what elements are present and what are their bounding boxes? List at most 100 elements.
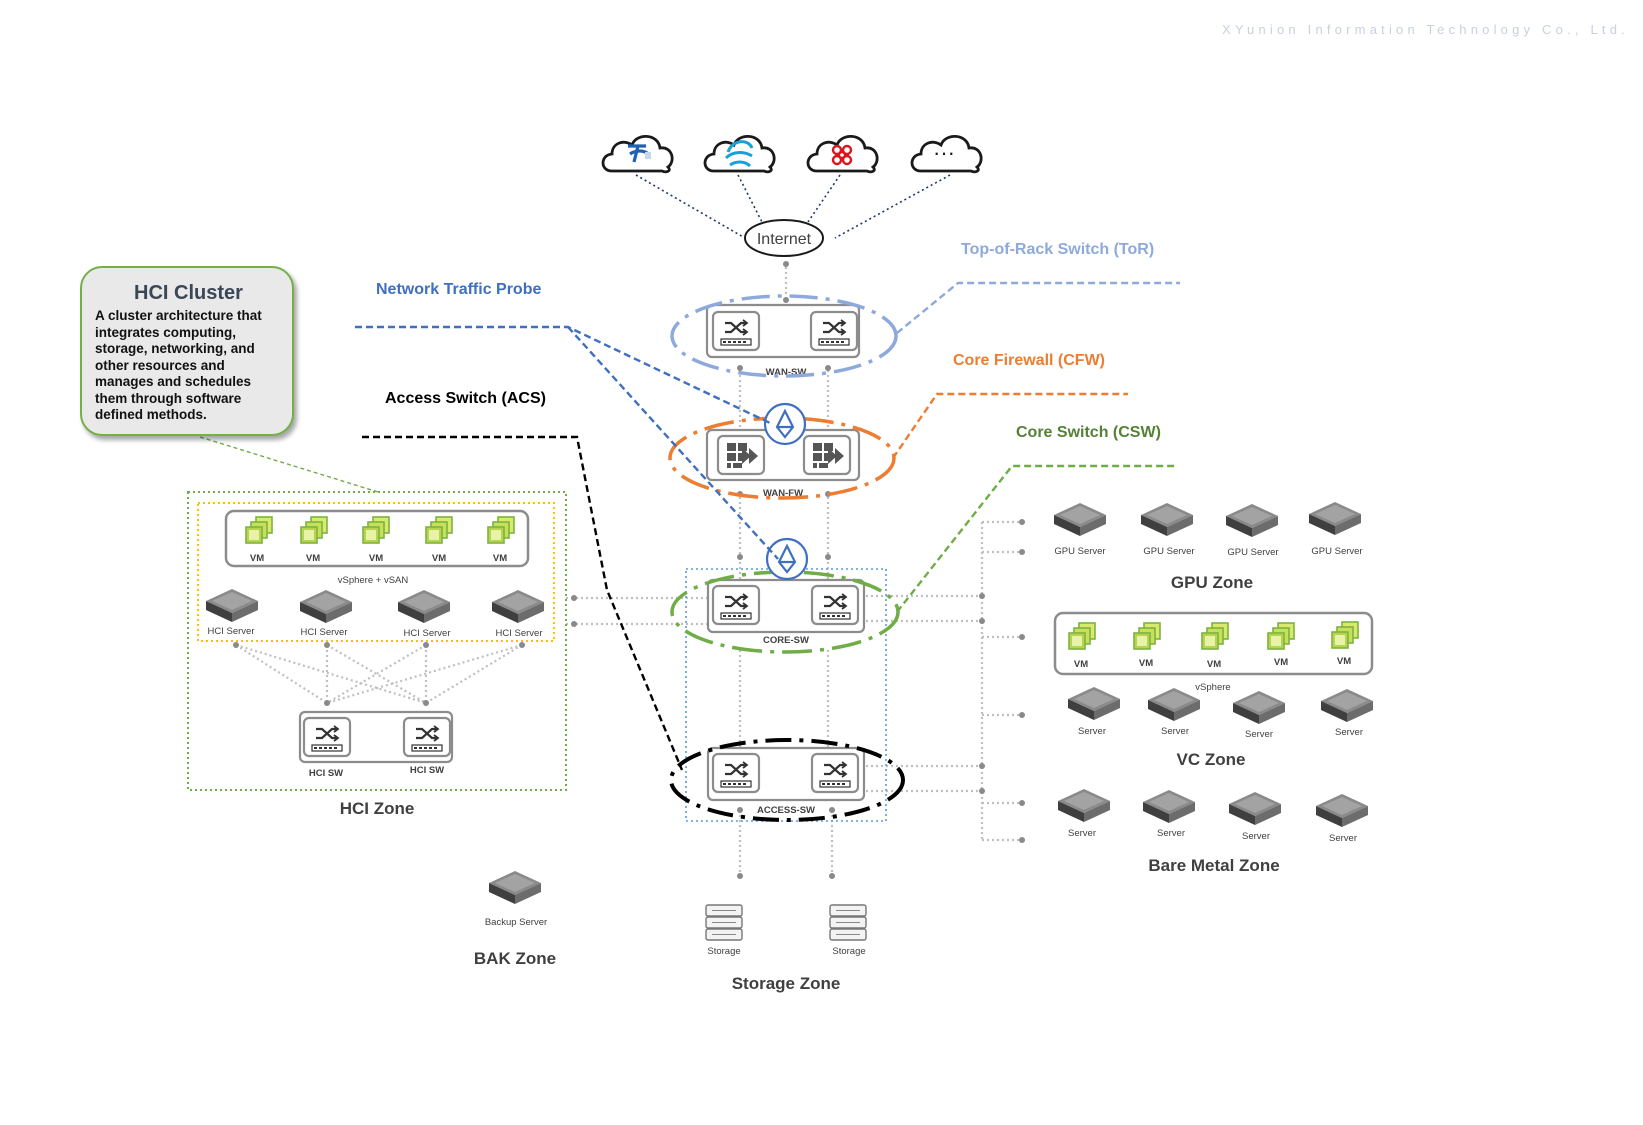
- cloud-mobile-icon: [703, 134, 776, 174]
- probe-legend-label: Network Traffic Probe: [376, 281, 541, 298]
- probe-marker-fw: [763, 402, 807, 446]
- more-cloud-text: ···: [933, 140, 955, 165]
- vc-vm-group: VM VM VM VM VM: [1068, 621, 1359, 670]
- bare-metal-server-label: Server: [1329, 833, 1357, 844]
- server-icon: [1316, 794, 1368, 827]
- server-icon: [206, 589, 258, 622]
- internet-label: Internet: [757, 231, 812, 248]
- bare-metal-zone-title: Bare Metal Zone: [1148, 856, 1279, 875]
- cloud-telecom-icon: [601, 134, 674, 174]
- bare-metal-server-label: Server: [1068, 828, 1096, 839]
- internet-node: Internet: [744, 219, 824, 257]
- access-sw-label: ACCESS-SW: [757, 805, 815, 816]
- server-icon: [489, 871, 541, 904]
- vc-platform-label: vSphere: [1195, 682, 1230, 693]
- probe-marker-core: [765, 537, 809, 581]
- server-icon: [300, 590, 352, 623]
- storage-label: Storage: [832, 946, 865, 957]
- switch-icon: [302, 716, 352, 758]
- vm-label: VM: [369, 553, 383, 564]
- gpu-zone-title: GPU Zone: [1171, 573, 1253, 592]
- core-links: [235, 262, 1022, 878]
- core-sw-node: CORE-SW: [706, 578, 866, 646]
- server-icon: [1068, 687, 1120, 720]
- hci-server-label: HCI Server: [404, 628, 451, 639]
- storage-zone-title: Storage Zone: [732, 974, 841, 993]
- server-icon: [398, 590, 450, 623]
- access-sw-node: ACCESS-SW: [706, 746, 866, 816]
- vm-label: VM: [1139, 658, 1153, 669]
- bak-zone-title: BAK Zone: [474, 949, 556, 968]
- hci-vm-group: VM VM VM VM VM: [245, 516, 515, 564]
- storage-icon: [705, 904, 743, 941]
- vm-label: VM: [1207, 659, 1221, 670]
- server-icon: [492, 590, 544, 623]
- vm-label: VM: [250, 553, 264, 564]
- legend-leaders: [199, 281, 1180, 771]
- bare-metal-server-label: Server: [1157, 828, 1185, 839]
- storage-label: Storage: [707, 946, 740, 957]
- cloud-more-icon: ···: [910, 134, 983, 174]
- server-icon: [1054, 503, 1106, 536]
- switch-icon: [402, 716, 452, 758]
- connection-dots: [233, 261, 1025, 879]
- vc-server-label: Server: [1078, 726, 1106, 737]
- tor-highlight: [670, 294, 898, 378]
- server-icon: [1143, 790, 1195, 823]
- storage-zone: Storage Storage Storage Zone: [705, 904, 867, 993]
- server-icon: [1321, 689, 1373, 722]
- server-icon: [1233, 691, 1285, 724]
- vc-zone: VM VM VM VM VM vSphere Server Server Ser…: [1053, 611, 1374, 769]
- hci-server-label: HCI Server: [496, 628, 543, 639]
- vm-label: VM: [306, 553, 320, 564]
- bak-zone: Backup Server BAK Zone: [474, 871, 556, 968]
- vm-label: VM: [1337, 656, 1351, 667]
- gpu-server-label: GPU Server: [1227, 547, 1278, 558]
- company-name: XYunion Information Technology Co., Ltd.: [1222, 22, 1629, 37]
- hci-zone: VM VM VM VM VM vSphere + vSAN HCI Server…: [187, 491, 567, 818]
- server-icon: [1141, 503, 1193, 536]
- vc-server-label: Server: [1335, 727, 1363, 738]
- internet-links: [635, 174, 951, 239]
- gpu-server-label: GPU Server: [1143, 546, 1194, 557]
- acs-legend-label: Access Switch (ACS): [385, 390, 546, 407]
- gpu-server-label: GPU Server: [1311, 546, 1362, 557]
- hci-cluster-description: A cluster architecture that integrates c…: [95, 308, 262, 422]
- gpu-zone: GPU Server GPU Server GPU Server GPU Ser…: [1054, 502, 1363, 592]
- vm-label: VM: [493, 553, 507, 564]
- cfw-legend-label: Core Firewall (CFW): [953, 352, 1105, 369]
- vm-label: VM: [1274, 657, 1288, 668]
- hci-server-label: HCI Server: [208, 626, 255, 637]
- wan-fw-label: WAN-FW: [763, 488, 803, 499]
- hci-zone-title: HCI Zone: [340, 799, 415, 818]
- vc-zone-title: VC Zone: [1177, 750, 1246, 769]
- storage-icon: [829, 904, 867, 941]
- server-icon: [1229, 792, 1281, 825]
- wan-sw-node: WAN-SW: [705, 303, 861, 378]
- hci-cluster-callout: HCI Cluster A cluster architecture that …: [80, 266, 294, 436]
- hci-sw-label: HCI SW: [309, 768, 343, 779]
- core-sw-label: CORE-SW: [763, 635, 809, 646]
- server-icon: [1226, 504, 1278, 537]
- csw-legend-label: Core Switch (CSW): [1016, 424, 1161, 441]
- bare-metal-server-label: Server: [1242, 831, 1270, 842]
- hci-cluster-title: HCI Cluster: [134, 282, 243, 304]
- cloud-unicom-icon: [806, 134, 879, 174]
- acs-highlight: [669, 738, 905, 822]
- server-icon: [1309, 502, 1361, 535]
- vm-label: VM: [1074, 659, 1088, 670]
- wan-sw-label: WAN-SW: [766, 367, 807, 378]
- tor-legend-label: Top-of-Rack Switch (ToR): [961, 241, 1154, 258]
- bare-metal-zone: Server Server Server Server Bare Metal Z…: [1058, 789, 1368, 875]
- backup-server-label: Backup Server: [485, 917, 547, 928]
- vm-label: VM: [432, 553, 446, 564]
- vc-server-label: Server: [1245, 729, 1273, 740]
- vc-server-label: Server: [1161, 726, 1189, 737]
- hci-sw-label: HCI SW: [410, 765, 444, 776]
- gpu-server-label: GPU Server: [1054, 546, 1105, 557]
- server-icon: [1058, 789, 1110, 822]
- server-icon: [1148, 688, 1200, 721]
- hci-platform-label: vSphere + vSAN: [338, 575, 409, 586]
- hci-server-label: HCI Server: [301, 627, 348, 638]
